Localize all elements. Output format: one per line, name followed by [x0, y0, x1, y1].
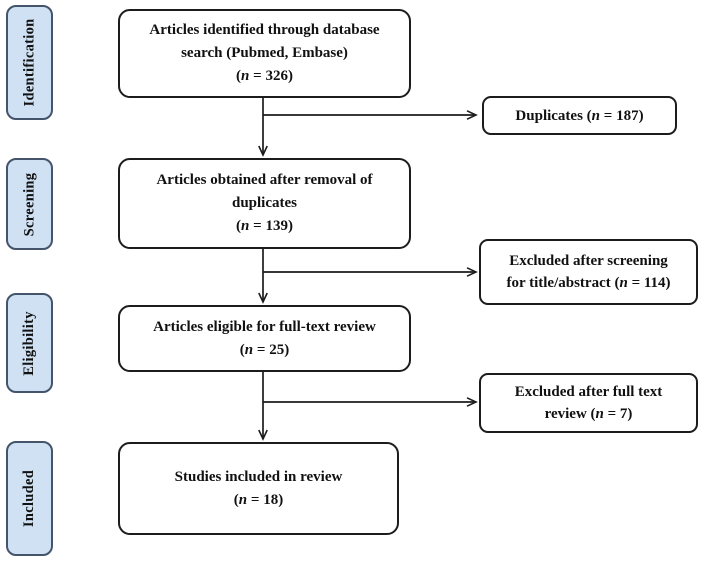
exclusion-box-title-abstract: Excluded after screening for title/abstr…	[479, 239, 698, 305]
exclusion-box-full-text: Excluded after full text review (n = 7)	[479, 373, 698, 433]
stage-label-text: Identification	[21, 18, 38, 107]
flow-box-after-duplicate-removal: Articles obtained after removal of dupli…	[118, 158, 411, 249]
box-count-line: (n = 18)	[233, 491, 284, 508]
box-text-line: Excluded after full text	[514, 384, 663, 400]
box-text-line: duplicates	[231, 195, 297, 211]
box-text-line: Articles obtained after removal of	[156, 172, 373, 188]
flow-box-eligible-fulltext: Articles eligible for full-text review (…	[118, 305, 411, 372]
flow-box-articles-identified: Articles identified through database sea…	[118, 9, 411, 98]
exclusion-box-duplicates: Duplicates (n = 187)	[482, 96, 677, 135]
stage-label-eligibility: Eligibility	[6, 293, 53, 393]
box-text-line: for title/abstract (n = 114)	[506, 275, 671, 291]
box-text-line: review (n = 7)	[544, 406, 633, 422]
stage-label-included: Included	[6, 441, 53, 556]
stage-label-text: Included	[21, 469, 38, 528]
stage-label-text: Screening	[21, 172, 37, 236]
box-text-line: search (Pubmed, Embase)	[181, 45, 348, 61]
stage-label-text: Eligibility	[21, 310, 38, 376]
stage-label-identification: Identification	[6, 5, 53, 120]
box-text-line: Articles eligible for full-text review	[153, 318, 376, 335]
box-text-line: Articles identified through database	[149, 22, 380, 38]
box-count-line: (n = 326)	[236, 68, 293, 84]
box-text-line: Studies included in review	[174, 468, 343, 485]
box-count-line: (n = 25)	[239, 341, 290, 358]
box-text-line: Duplicates (n = 187)	[515, 107, 644, 124]
flow-box-studies-included: Studies included in review (n = 18)	[118, 442, 399, 535]
box-text-line: Excluded after screening	[509, 253, 668, 269]
box-count-line: (n = 139)	[236, 218, 293, 234]
stage-label-screening: Screening	[6, 158, 53, 250]
